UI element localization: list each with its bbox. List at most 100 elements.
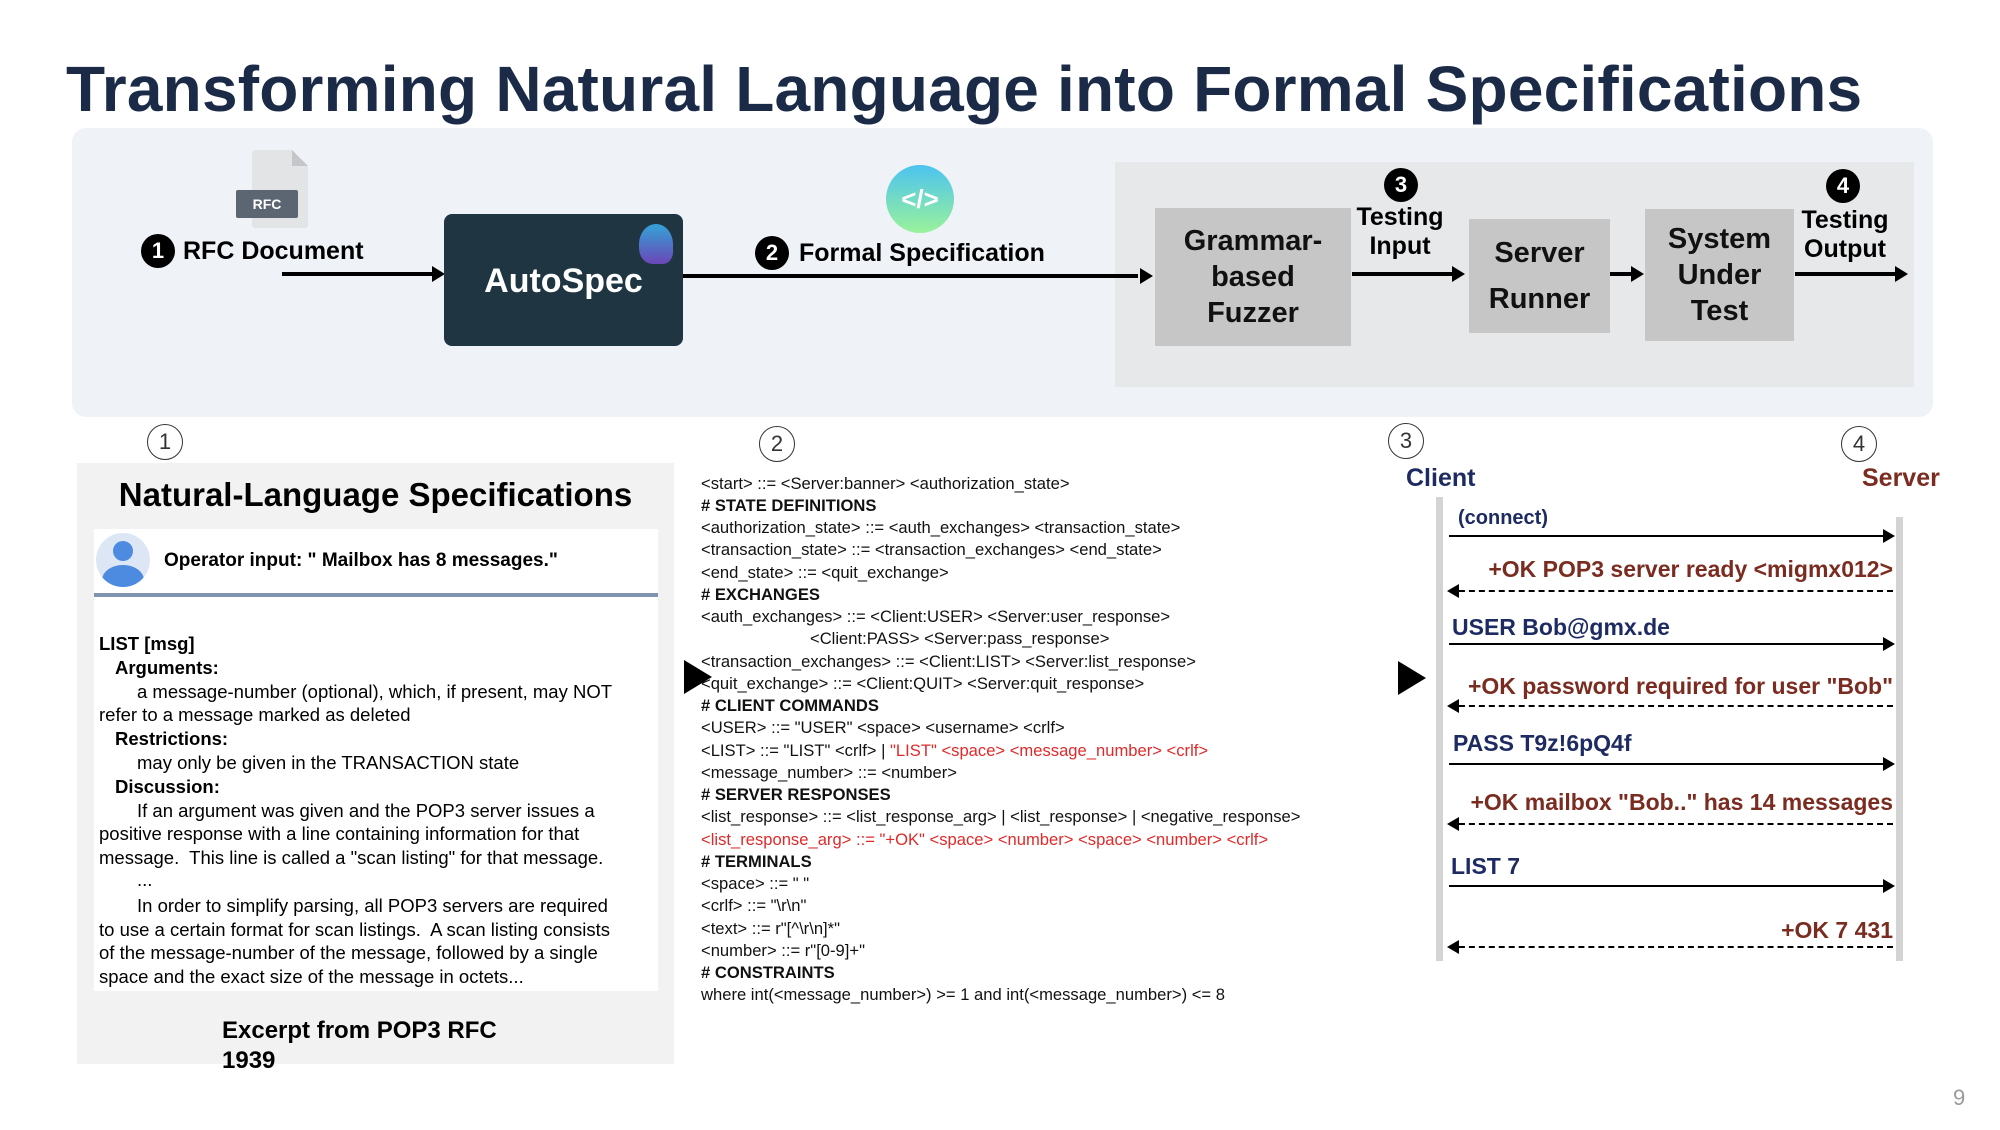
client-request: LIST 7 <box>1451 853 1521 879</box>
rfc-line: a message-number (optional), which, if p… <box>137 680 613 702</box>
testing-input-label: Input <box>1369 231 1431 260</box>
section-marker-2: 2 <box>759 426 795 462</box>
nl-spec-card: Operator input: " Mailbox has 8 messages… <box>94 529 658 991</box>
nl-spec-heading: Natural-Language Specifications <box>118 476 633 513</box>
page-number: 9 <box>1953 1085 1966 1110</box>
arrow-head <box>432 266 445 282</box>
server-label: Server <box>1862 464 1940 492</box>
request-arrow <box>1449 879 1895 893</box>
rfc-document-icon: RFC <box>236 150 308 228</box>
sut-label-line: Under <box>1677 258 1762 291</box>
rfc-line: to use a certain format for scan listing… <box>99 918 611 940</box>
grammar-line: <space> ::= " " <box>701 874 810 893</box>
divider <box>94 593 658 597</box>
rfc-icon-label: RFC <box>236 190 298 218</box>
arrow-head <box>1140 268 1153 284</box>
message-connect: (connect) <box>1458 507 1548 529</box>
grammar-line: <USER> ::= "USER" <space> <username> <cr… <box>701 718 1065 737</box>
fuzzer-label-line: Grammar- <box>1183 224 1323 257</box>
server-response: +OK mailbox "Bob.." has 14 messages <box>1470 789 1893 815</box>
play-arrow-icon <box>1398 661 1426 695</box>
excerpt-caption: Excerpt from POP3 RFC <box>222 1017 497 1044</box>
rfc-line: LIST [msg] <box>99 633 195 654</box>
arrow-rfc-to-autospec <box>282 272 432 276</box>
server-response: +OK 7 431 <box>1781 917 1893 943</box>
request-arrow <box>1449 757 1895 771</box>
server-response: +OK POP3 server ready <migmx012> <box>1488 556 1893 582</box>
grammar-line: <list_response> ::= <list_response_arg> … <box>701 807 1301 826</box>
client-request: PASS T9z!6pQ4f <box>1453 730 1632 756</box>
request-arrow <box>1449 529 1895 543</box>
grammar-line: <authorization_state> ::= <auth_exchange… <box>701 518 1181 537</box>
grammar-line: <quit_exchange> ::= <Client:QUIT> <Serve… <box>701 674 1145 693</box>
grammar-highlight: <list_response_arg> ::= "+OK" <space> <n… <box>701 830 1269 849</box>
sut-label-line: Test <box>1690 295 1749 328</box>
rfc-line: positive response with a line containing… <box>99 823 580 845</box>
rfc-document-label: RFC Document <box>183 237 364 265</box>
excerpt-caption: 1939 <box>222 1047 276 1074</box>
request-arrow <box>1449 637 1895 651</box>
server-response: +OK password required for user "Bob" <box>1467 673 1893 699</box>
code-icon: </> <box>886 165 954 233</box>
rfc-line: Arguments: <box>115 656 219 678</box>
grammar-heading: # TERMINALS <box>701 852 812 871</box>
grammar-line: <start> ::= <Server:banner> <authorizati… <box>701 474 1070 493</box>
grammar-heading: # CONSTRAINTS <box>701 963 835 982</box>
rfc-line: of the message-number of the message, fo… <box>99 942 598 964</box>
arrow-autospec-to-fuzzer <box>683 274 1138 278</box>
rfc-line: In order to simplify parsing, all POP3 s… <box>137 894 608 916</box>
testing-output-label: Testing <box>1801 206 1889 234</box>
grammar-line: <message_number> ::= <number> <box>701 763 957 782</box>
response-arrow <box>1447 817 1893 831</box>
client-label: Client <box>1406 464 1476 492</box>
grammar-heading: # SERVER RESPONSES <box>701 785 891 804</box>
runner-label-line: Server <box>1494 236 1585 269</box>
grammar-line: <LIST> ::= "LIST" <crlf> | <box>701 741 891 760</box>
rfc-line: If an argument was given and the POP3 se… <box>137 799 595 821</box>
server-lifeline <box>1896 517 1903 961</box>
grammar-highlight: "LIST" <space> <message_number> <crlf> <box>890 741 1209 760</box>
rfc-line: Discussion: <box>115 775 220 797</box>
brain-gear-icon <box>639 224 673 264</box>
grammar-heading: # STATE DEFINITIONS <box>701 496 877 515</box>
rfc-line: Restrictions: <box>115 728 229 750</box>
user-avatar-icon <box>96 533 150 587</box>
operator-input-text: Operator input: " Mailbox has 8 messages… <box>164 550 558 571</box>
client-lifeline <box>1436 497 1443 961</box>
response-arrow <box>1447 699 1893 713</box>
arrow-fuzzer-to-runner <box>1352 272 1452 276</box>
autospec-label: AutoSpec <box>484 262 643 300</box>
fuzzer-label-line: Fuzzer <box>1207 297 1299 330</box>
grammar-line: <text> ::= r"[^\r\n]*" <box>701 919 841 938</box>
fuzzer-label-line: based <box>1211 260 1295 293</box>
grammar-line: <end_state> ::= <quit_exchange> <box>701 563 949 582</box>
client-request: USER Bob@gmx.de <box>1452 614 1670 640</box>
rfc-line: message. This line is called a "scan lis… <box>99 847 604 869</box>
grammar-line: where int(<message_number>) >= 1 and int… <box>701 985 1225 1004</box>
rfc-line: ... <box>137 869 153 890</box>
rfc-line: space and the exact size of the message … <box>99 966 524 988</box>
section-marker-1: 1 <box>147 424 183 460</box>
rfc-line: refer to a message marked as deleted <box>99 704 411 726</box>
slide-title: Transforming Natural Language into Forma… <box>66 53 1863 125</box>
rfc-line: may only be given in the TRANSACTION sta… <box>137 752 520 773</box>
grammar-line: <number> ::= r"[0-9]+" <box>701 941 865 960</box>
runner-label-line: Runner <box>1488 283 1591 315</box>
step-2-badge: 2 <box>755 236 789 270</box>
testing-output-label: Output <box>1804 234 1886 263</box>
testing-input-label: Testing <box>1356 203 1444 231</box>
grammar-line: <transaction_exchanges> ::= <Client:LIST… <box>701 652 1196 671</box>
response-arrow <box>1447 584 1893 598</box>
grammar-line: <auth_exchanges> ::= <Client:USER> <Serv… <box>701 607 1171 626</box>
grammar-heading: # EXCHANGES <box>701 585 820 604</box>
arrow-runner-to-sut <box>1610 272 1632 276</box>
grammar-line: <crlf> ::= "\r\n" <box>701 896 807 915</box>
step-1-badge: 1 <box>141 234 175 268</box>
step-4-badge: 4 <box>1826 169 1860 203</box>
response-arrow <box>1447 940 1893 954</box>
rfc-excerpt: LIST [msg] Arguments: a message-number (… <box>99 633 659 993</box>
play-arrow-icon <box>684 660 712 694</box>
arrow-sut-output <box>1795 272 1895 276</box>
